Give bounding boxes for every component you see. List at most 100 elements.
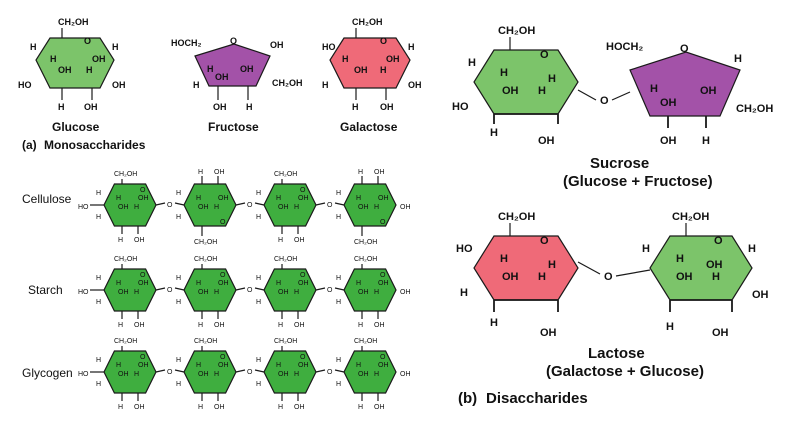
glycogen-ch2oh-2: CH₂OH bbox=[194, 338, 217, 345]
cellulose-oh-b-3: OH bbox=[298, 195, 309, 202]
glycogen-ring-o-3: O bbox=[300, 354, 306, 361]
glucose-h4: H bbox=[86, 65, 93, 75]
cellulose-oh-a-4: OH bbox=[358, 204, 369, 211]
cellulose-h-side2-1: H bbox=[96, 214, 101, 221]
disaccharides-caption-letter: (b) bbox=[458, 390, 477, 407]
starch-h-b-3: H bbox=[294, 289, 299, 296]
cellulose-oh-bot-4: OH bbox=[374, 169, 385, 176]
glucose-molecule: CH₂OH O H H H OH H OH HO OH H OH Glucose bbox=[18, 17, 126, 134]
sucrose-fru-ring-o: O bbox=[680, 43, 689, 55]
glycogen-h-b-1: H bbox=[134, 371, 139, 378]
lactose-gal-h1: H bbox=[500, 253, 508, 265]
lactose-gal-h3: H bbox=[548, 259, 556, 271]
row-label-glycogen: Glycogen bbox=[22, 366, 73, 380]
lactose-gal-ch2oh: CH₂OH bbox=[498, 211, 535, 223]
starch-oh-a-4: OH bbox=[358, 289, 369, 296]
starch-h-side2-1: H bbox=[96, 299, 101, 306]
glycogen-h-a-2: H bbox=[196, 362, 201, 369]
glycogen-oh-bot-3: OH bbox=[294, 404, 305, 411]
glycogen-h-side2-2: H bbox=[176, 381, 181, 388]
fructose-oh4: OH bbox=[213, 102, 227, 112]
glycogen-h-a-3: H bbox=[276, 362, 281, 369]
sucrose-glc-h4: H bbox=[548, 73, 556, 85]
cellulose-ch2oh-1: CH₂OH bbox=[114, 171, 137, 178]
starch-oh-bot-2: OH bbox=[214, 322, 225, 329]
cellulose-h-bot-4: H bbox=[358, 169, 363, 176]
glycogen-h-side2-3: H bbox=[256, 381, 261, 388]
starch-oh-b-4: OH bbox=[378, 280, 389, 287]
lactose-glc-oh1: OH bbox=[676, 271, 693, 283]
glycogen-end-ho: HO bbox=[78, 371, 89, 378]
glycogen-h-side-4: H bbox=[336, 357, 341, 364]
sucrose-molecule: CH₂OH O H H OH H H HO H OH O HOCH₂ O H H… bbox=[452, 25, 773, 190]
sucrose-glc-ho: HO bbox=[452, 101, 469, 113]
cellulose-ring-o-2: O bbox=[220, 219, 226, 226]
glycogen-h-bot-4: H bbox=[358, 404, 363, 411]
cellulose-h-side2-2: H bbox=[176, 214, 181, 221]
starch-end-oh: OH bbox=[400, 289, 411, 296]
starch-end-ho: HO bbox=[78, 289, 89, 296]
cellulose-link-o-2: O bbox=[247, 202, 253, 209]
galactose-molecule: CH₂OH O HO H H OH H OH H OH H OH Galacto… bbox=[322, 17, 422, 134]
starch-ch2oh-2: CH₂OH bbox=[194, 256, 217, 263]
glucose-h2: H bbox=[112, 42, 119, 52]
lactose-glc-ch2oh: CH₂OH bbox=[672, 211, 709, 223]
cellulose-ring-1 bbox=[103, 183, 157, 227]
starch-oh-b-2: OH bbox=[218, 280, 229, 287]
sucrose-fru-hoch2: HOCH₂ bbox=[606, 41, 643, 53]
starch-h-side-1: H bbox=[96, 275, 101, 282]
cellulose-ring-4 bbox=[343, 183, 397, 227]
lactose-glc-oh2: OH bbox=[706, 259, 723, 271]
glucose-oh3: OH bbox=[112, 80, 126, 90]
sucrose-glc-h3: H bbox=[538, 85, 546, 97]
galactose-ring bbox=[329, 37, 411, 89]
sucrose-fru-h3: H bbox=[702, 135, 710, 147]
starch-oh-b-1: OH bbox=[138, 280, 149, 287]
lactose-glc-h2: H bbox=[748, 243, 756, 255]
starch-h-a-1: H bbox=[116, 280, 121, 287]
disaccharides-caption: Disaccharides bbox=[486, 390, 588, 407]
cellulose-oh-a-1: OH bbox=[118, 204, 129, 211]
lactose-glucose-ring bbox=[649, 235, 753, 301]
sucrose-glc-h5: H bbox=[490, 127, 498, 139]
glycogen-h-side2-1: H bbox=[96, 381, 101, 388]
glucose-ho: HO bbox=[18, 80, 32, 90]
sucrose-name: Sucrose bbox=[590, 155, 649, 172]
lactose-glc-h5: H bbox=[666, 321, 674, 333]
row-label-starch: Starch bbox=[28, 283, 63, 297]
fructose-oh3: OH bbox=[240, 64, 254, 74]
starch-h-bot-3: H bbox=[278, 322, 283, 329]
starch-h-side-2: H bbox=[176, 275, 181, 282]
glycogen-ring-o-2: O bbox=[220, 354, 226, 361]
starch-ring-4 bbox=[343, 268, 397, 312]
cellulose-ring-3 bbox=[263, 183, 317, 227]
fructose-h3: H bbox=[246, 102, 253, 112]
cellulose-ch2oh-3: CH₂OH bbox=[274, 171, 297, 178]
cellulose-h-side-3: H bbox=[256, 190, 261, 197]
cellulose-h-a-1: H bbox=[116, 195, 121, 202]
cellulose-link-o-3: O bbox=[327, 202, 333, 209]
glycogen-ring-o-1: O bbox=[140, 354, 146, 361]
lactose-gal-oh1: OH bbox=[502, 271, 519, 283]
glycogen-link-o-3: O bbox=[327, 369, 333, 376]
cellulose-end-oh: OH bbox=[400, 204, 411, 211]
fructose-ch2oh: CH₂OH bbox=[272, 78, 303, 88]
lactose-glc-ring-o: O bbox=[714, 235, 723, 247]
cellulose-oh-bot-2: OH bbox=[214, 169, 225, 176]
fructose-h1: H bbox=[207, 64, 214, 74]
starch-oh-a-3: OH bbox=[278, 289, 289, 296]
glycogen-oh-b-1: OH bbox=[138, 362, 149, 369]
sucrose-glucose-ring bbox=[473, 49, 579, 115]
galactose-h1: H bbox=[408, 42, 415, 52]
sucrose-fru-h2: H bbox=[650, 83, 658, 95]
glucose-oh4: OH bbox=[84, 102, 98, 112]
cellulose-oh-bot-1: OH bbox=[134, 237, 145, 244]
galactose-name: Galactose bbox=[340, 120, 398, 134]
starch-h-side2-3: H bbox=[256, 299, 261, 306]
glycogen-oh-b-4: OH bbox=[378, 362, 389, 369]
cellulose-oh-bot-3: OH bbox=[294, 237, 305, 244]
cellulose-h-bot-1: H bbox=[118, 237, 123, 244]
starch-ch2oh-1: CH₂OH bbox=[114, 256, 137, 263]
